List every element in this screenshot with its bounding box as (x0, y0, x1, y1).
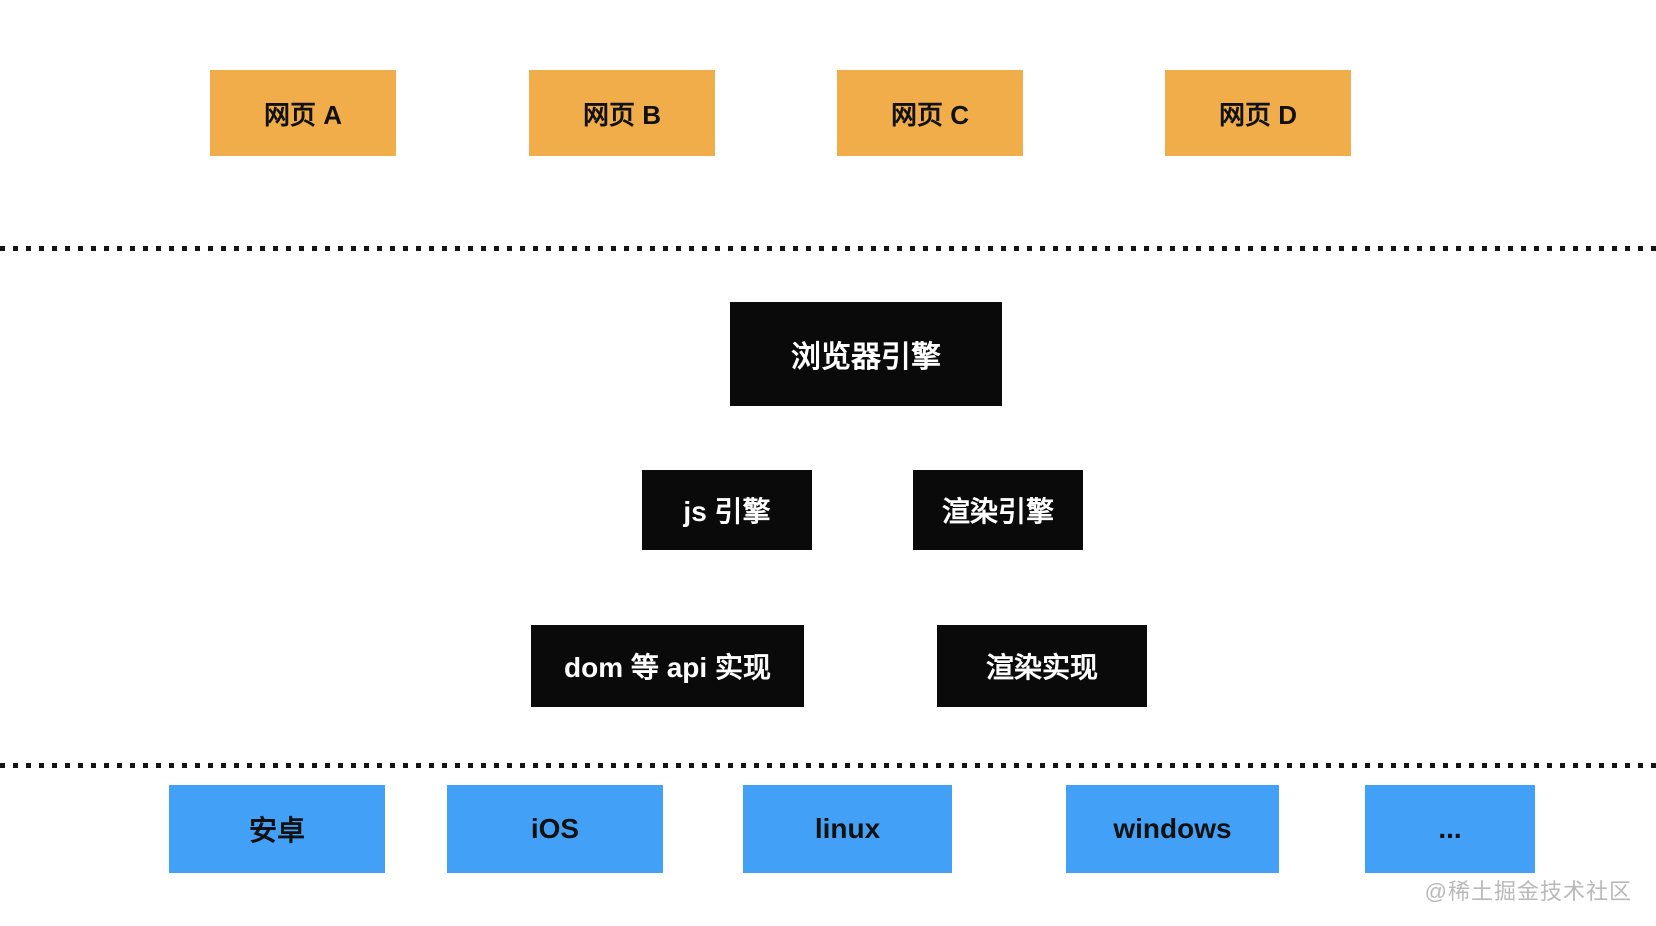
webpage-d-label: 网页 D (1218, 99, 1297, 130)
browser-engine-label: 浏览器引擎 (791, 341, 941, 374)
separator-bottom-dotted-line (0, 763, 1656, 768)
webpage-b-box: 网页 B (529, 70, 715, 156)
render-engine-box: 渲染引擎 (913, 470, 1083, 550)
webpage-c-label: 网页 C (890, 99, 969, 130)
render-engine-label: 渲染引擎 (941, 496, 1054, 527)
render-impl-box: 渲染实现 (937, 625, 1147, 707)
platform-android-box: 安卓 (169, 785, 385, 873)
dom-api-impl-box: dom 等 api 实现 (531, 625, 804, 707)
js-engine-label: js 引擎 (683, 496, 771, 527)
js-engine-box: js 引擎 (642, 470, 812, 550)
platform-ios-box: iOS (447, 785, 663, 873)
browser-engine-box: 浏览器引擎 (730, 302, 1002, 406)
webpage-c-box: 网页 C (837, 70, 1023, 156)
platform-linux-label: linux (814, 813, 881, 844)
separator-top-dotted-line (0, 246, 1656, 251)
render-impl-label: 渲染实现 (985, 652, 1098, 683)
platform-android-label: 安卓 (248, 815, 305, 846)
webpage-d-box: 网页 D (1165, 70, 1351, 156)
platform-more-label: ... (1438, 813, 1462, 844)
webpage-b-label: 网页 B (582, 99, 661, 130)
platform-linux-box: linux (743, 785, 952, 873)
platform-windows-label: windows (1113, 813, 1232, 844)
platform-more-box: ... (1365, 785, 1535, 873)
juejin-watermark: @稀土掘金技术社区 (1424, 879, 1632, 904)
dom-api-impl-label: dom 等 api 实现 (564, 652, 771, 683)
webpage-a-box: 网页 A (210, 70, 396, 156)
platform-windows-box: windows (1066, 785, 1279, 873)
platform-ios-label: iOS (530, 813, 580, 844)
webpage-a-label: 网页 A (263, 99, 342, 130)
